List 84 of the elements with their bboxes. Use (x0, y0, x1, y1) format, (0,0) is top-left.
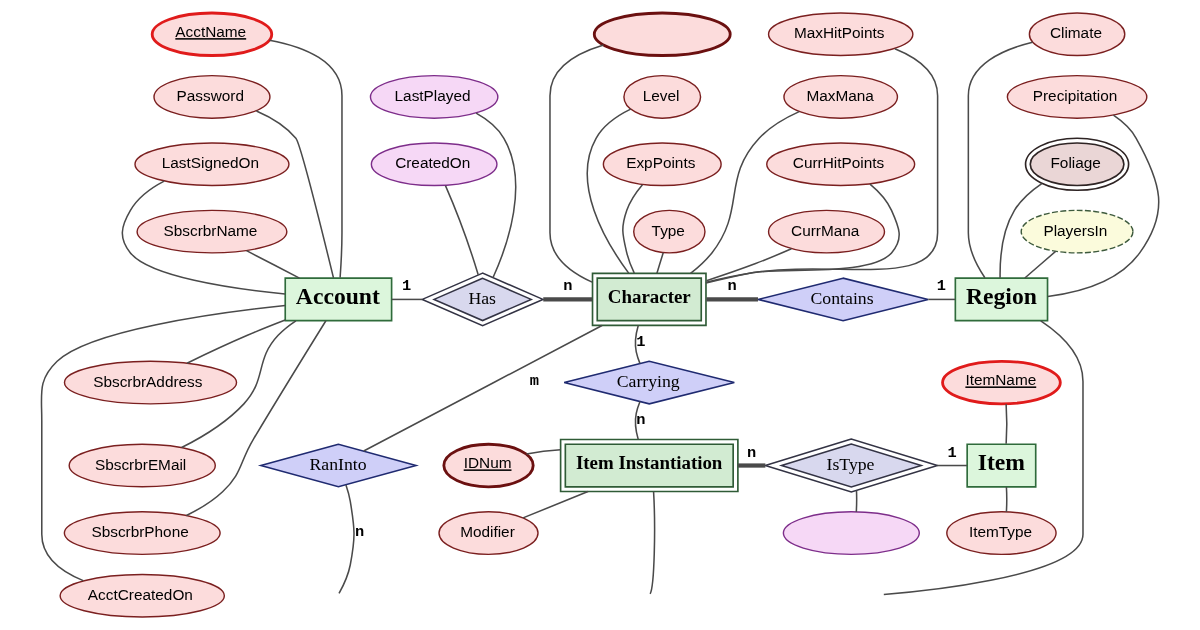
node-box: Character (591, 272, 707, 327)
connector (1005, 486, 1008, 513)
node-box: Account (284, 277, 393, 322)
connector (936, 464, 968, 467)
node-ellipse: Precipitation (1006, 74, 1148, 119)
node-ellipse: ExpPoints (602, 142, 722, 187)
connector (185, 319, 327, 517)
node-ellipse: PlayersIn (1020, 209, 1134, 254)
node-ellipse: SbscrbrEMail (68, 443, 216, 488)
connector (1047, 114, 1160, 298)
edge-label: 1 (636, 333, 646, 352)
node-ellipse: LastSignedOn (134, 142, 290, 187)
edge-label: n (727, 277, 737, 296)
edge-label: m (529, 372, 540, 391)
connector (586, 108, 632, 274)
node-ellipse: Type (633, 209, 706, 254)
node-diamond: Carrying (563, 360, 736, 405)
connector (634, 324, 641, 365)
connector (362, 324, 603, 452)
edge-label: n (354, 522, 365, 541)
node-diamond: Has (420, 272, 545, 327)
connector (186, 319, 286, 364)
connector (649, 490, 656, 595)
node-ellipse: CreatedOn (370, 142, 498, 187)
node-ellipse: SbscrbrName (136, 209, 288, 254)
node-box: Region (954, 277, 1049, 322)
connector (622, 183, 644, 274)
edge-label: n (563, 277, 573, 296)
connector (689, 110, 800, 275)
node-ellipse: AcctName (150, 11, 274, 57)
node-ellipse: ItemType (946, 511, 1057, 556)
connector (705, 47, 939, 283)
connector (737, 463, 766, 468)
connector (475, 112, 517, 279)
connector (522, 490, 589, 519)
node-ellipse: SbscrbrPhone (63, 511, 221, 556)
node-ellipse: Foliage (1024, 137, 1130, 192)
connector (706, 297, 758, 302)
connector (999, 182, 1043, 279)
connector (255, 110, 335, 279)
connector (656, 252, 664, 275)
connector (525, 448, 562, 455)
node-ellipse: Level (623, 74, 702, 119)
node-ellipse: Password (153, 74, 271, 119)
connector (967, 41, 1034, 279)
edge-label: 1 (402, 277, 412, 296)
connector (245, 249, 301, 279)
node-ellipse: SbscrbrAddress (63, 360, 238, 405)
connector (634, 401, 641, 441)
connector (549, 44, 605, 283)
node-ellipse: MaxMana (783, 74, 899, 119)
connector (338, 484, 355, 595)
node-diamond: Contains (757, 277, 929, 322)
node-ellipse: AcctCreatedOn (59, 573, 226, 618)
node-ellipse (592, 11, 732, 57)
node-box: Item (966, 443, 1037, 488)
connector (1024, 250, 1057, 279)
node-ellipse: CurrMana (767, 209, 886, 254)
node-diamond: RanInto (257, 443, 419, 488)
connector (390, 298, 423, 301)
connector (40, 304, 286, 582)
connector (705, 183, 900, 284)
node-ellipse: LastPlayed (369, 74, 499, 119)
node-ellipse: Modifier (438, 511, 539, 556)
node-ellipse (782, 511, 920, 556)
node-ellipse: IDNum (442, 442, 535, 489)
edge-label: n (636, 411, 646, 430)
connector (1005, 403, 1008, 445)
node-ellipse: Climate (1028, 12, 1126, 57)
node-ellipse: CurrHitPoints (766, 142, 916, 187)
edge-label: 1 (936, 277, 947, 296)
connector (883, 320, 1084, 596)
node-box: Item Instantiation (559, 438, 739, 493)
connector (180, 320, 297, 449)
edge-label: n (746, 443, 757, 462)
node-ellipse: ItemName (941, 359, 1062, 406)
connector (855, 489, 858, 513)
node-ellipse: MaxHitPoints (767, 12, 914, 57)
connector (444, 184, 479, 276)
connector (927, 298, 956, 301)
connector (543, 297, 593, 302)
connector (705, 248, 793, 282)
edge-label: 1 (947, 443, 957, 462)
connector (268, 39, 343, 279)
